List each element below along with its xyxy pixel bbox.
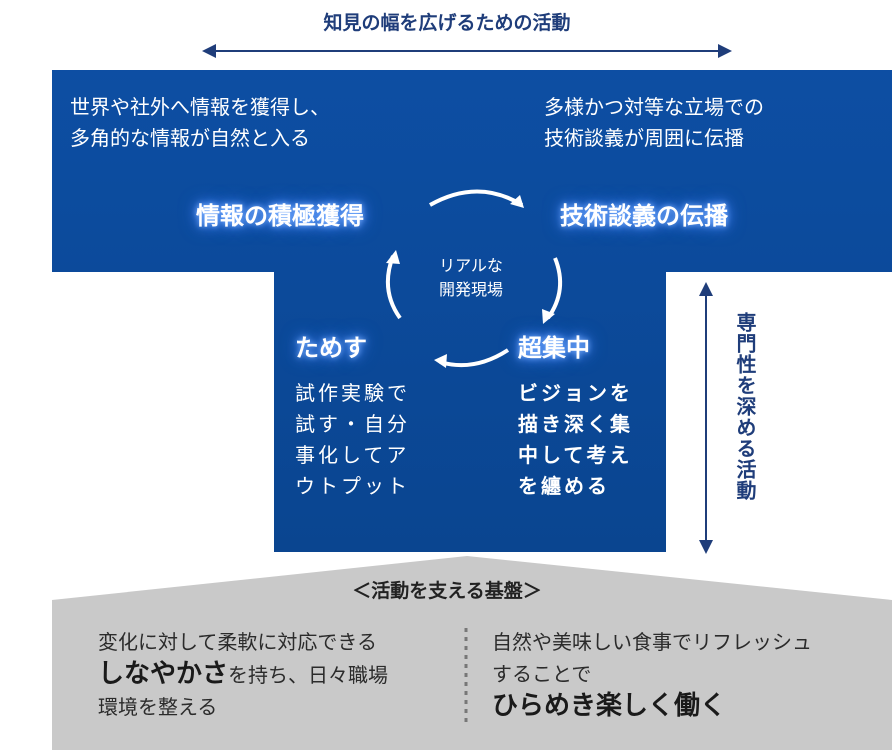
foundation-right: 自然や美味しい食事でリフレッシュ することで ひらめき楽しく働く	[492, 630, 812, 721]
top-left-description: 世界や社外へ情報を獲得し、 多角的な情報が自然と入る	[70, 95, 330, 150]
top-title: 知見の幅を広げるための活動	[323, 12, 571, 34]
center-label: リアルな 開発現場	[438, 256, 503, 299]
node-concentration: 超集中	[518, 334, 590, 362]
horizontal-double-arrow	[202, 44, 732, 58]
foundation-title: ＜活動を支える基盤＞	[352, 580, 542, 602]
foundation-panel	[52, 556, 892, 750]
arrow-top	[429, 189, 524, 207]
concentration-description: ビジョンを 描き深く集 中して考え を纏める	[518, 381, 633, 498]
t-shaped-panel	[52, 70, 892, 552]
try-description: 試作実験で 試す・自分 事化してア ウトプット	[295, 381, 410, 498]
foundation-left: 変化に対して柔軟に対応できる しなやかさを持ち、日々職場 環境を整える	[98, 630, 389, 719]
foundation-left-line2: しなやかさを持ち、日々職場	[98, 659, 389, 689]
vertical-label: 専門性を深める活動	[733, 312, 757, 501]
node-tech-discussion: 技術談義の伝播	[560, 202, 728, 230]
top-right-description: 多様かつ対等な立場での 技術談義が周囲に伝播	[544, 95, 764, 150]
node-try: ためす	[295, 334, 367, 362]
node-information-acquisition: 情報の積極獲得	[196, 202, 364, 230]
